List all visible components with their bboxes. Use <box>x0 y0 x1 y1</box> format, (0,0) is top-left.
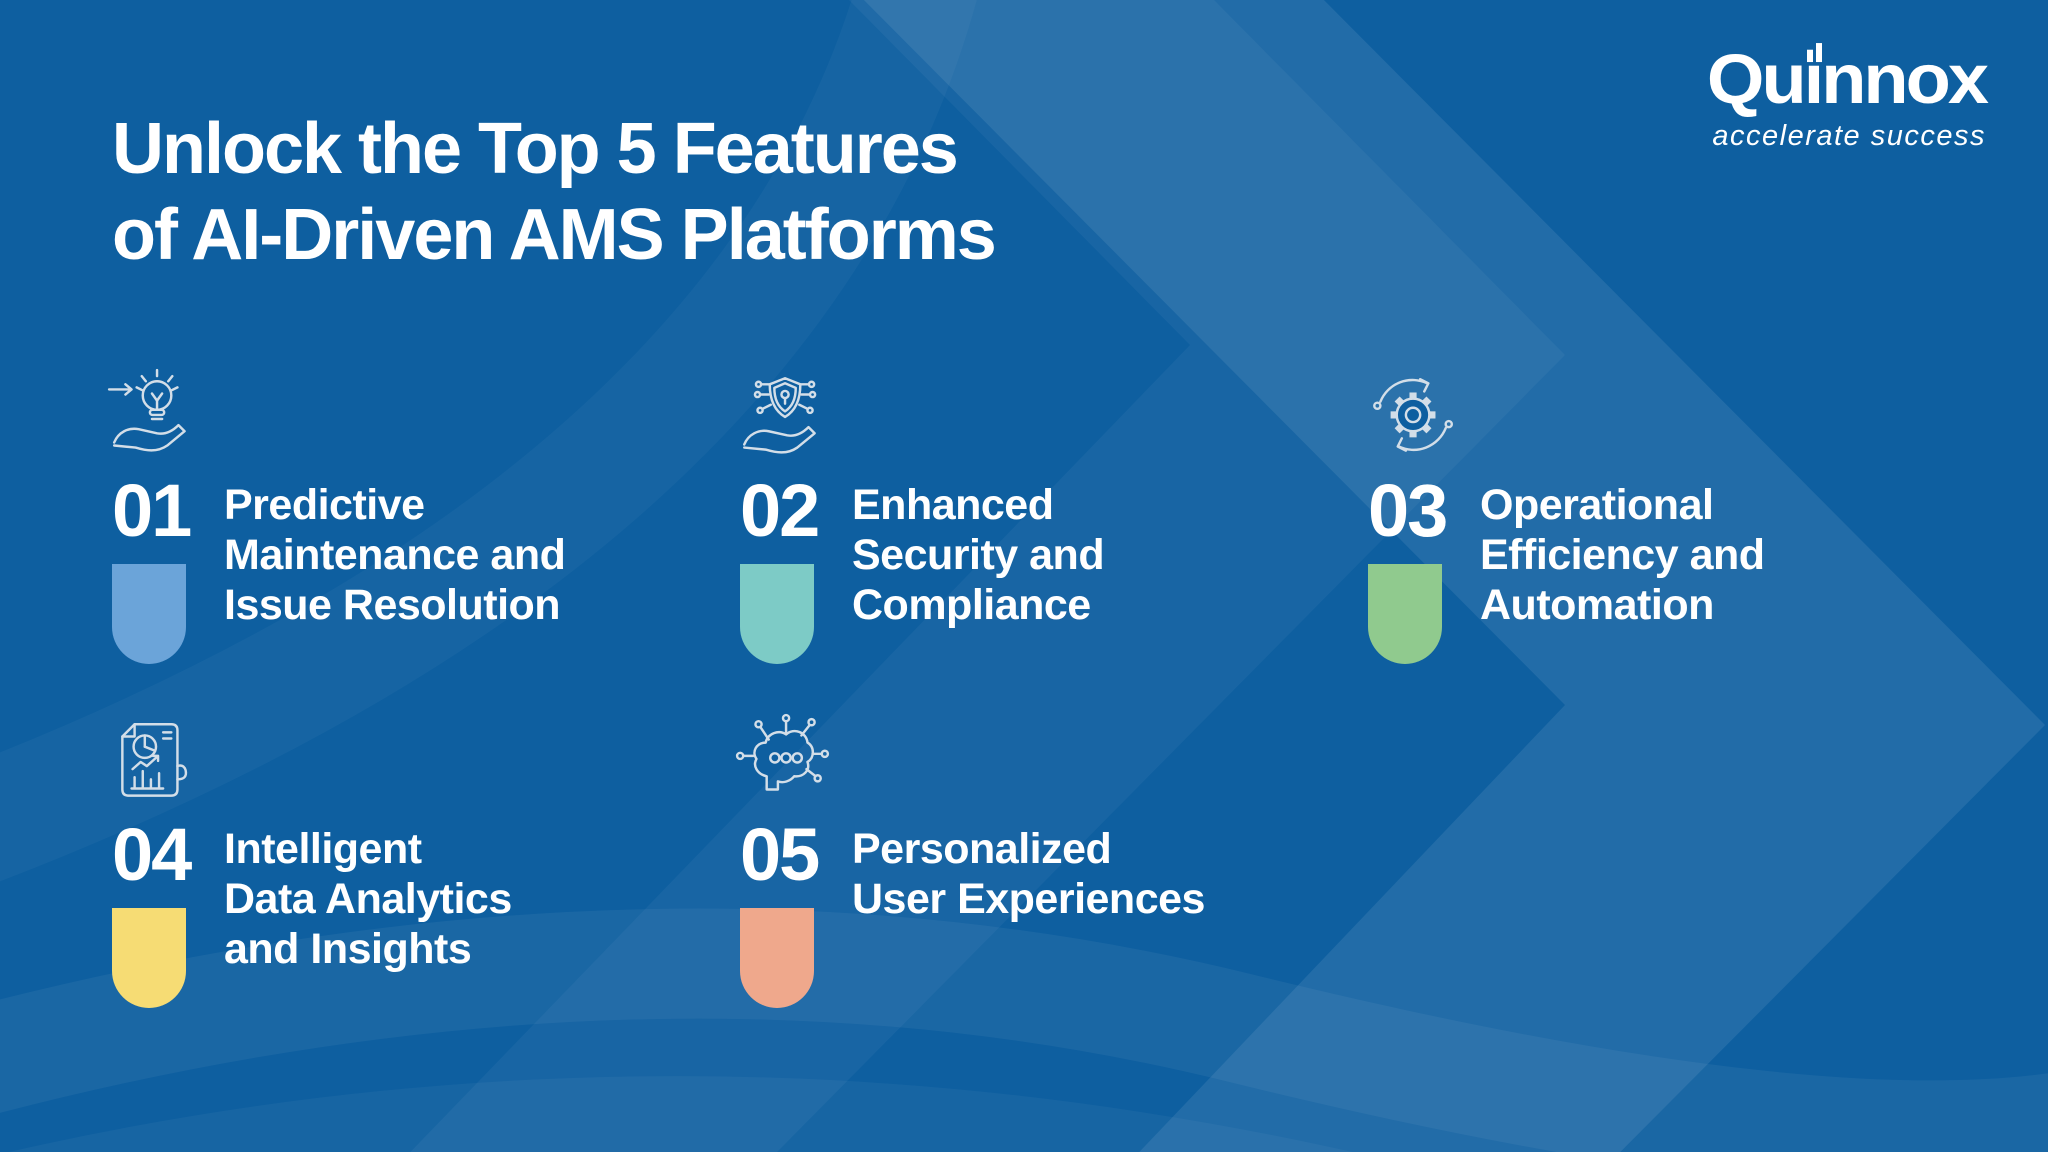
item-number: 04 <box>112 813 192 896</box>
item-label-line: Security and <box>852 531 1105 579</box>
brand-part-pre: Qu <box>1706 39 1807 119</box>
item-color-tab <box>112 908 186 1008</box>
item-label-line: Issue Resolution <box>224 581 561 629</box>
brand-part-i: ı <box>1803 39 1824 119</box>
quinnox-logo: Quınnox accelerate success <box>1707 39 1989 153</box>
item-number: 01 <box>112 469 192 552</box>
ai-personalization-icon <box>732 712 834 814</box>
item-label: Predictive Maintenance and Issue Resolut… <box>224 480 566 630</box>
item-label: Intelligent Data Analytics and Insights <box>224 824 512 974</box>
item-label-line: Data Analytics <box>224 875 512 923</box>
item-label: Operational Efficiency and Automation <box>1480 480 1765 630</box>
feature-item-01: 01 Predictive Maintenance and Issue Reso… <box>96 368 696 708</box>
automation-gear-icon <box>1360 368 1462 470</box>
brand-part-post: nnox <box>1821 39 1989 119</box>
item-color-tab <box>1368 564 1442 664</box>
item-label-line: Intelligent <box>224 825 422 873</box>
item-color-tab <box>740 908 814 1008</box>
feature-item-05: 05 Personalized User Experiences <box>724 712 1324 1052</box>
item-label-line: Operational <box>1480 481 1714 529</box>
feature-item-03: 03 Operational Efficiency and Automation <box>1352 368 1952 708</box>
item-label-line: Compliance <box>852 581 1091 629</box>
item-label-line: Personalized <box>852 825 1112 873</box>
item-label-line: Efficiency and <box>1480 531 1765 579</box>
item-label-line: Automation <box>1480 581 1714 629</box>
item-number: 03 <box>1368 469 1448 552</box>
item-label-line: User Experiences <box>852 875 1205 923</box>
idea-hand-icon <box>104 368 206 470</box>
security-hand-icon <box>732 368 834 470</box>
feature-item-02: 02 Enhanced Security and Compliance <box>724 368 1324 708</box>
item-label-line: and Insights <box>224 925 472 973</box>
brand-wordmark: Quınnox <box>1707 39 1989 119</box>
item-number: 05 <box>740 813 820 896</box>
item-color-tab <box>112 564 186 664</box>
brand-tagline: accelerate success <box>1712 120 1986 152</box>
page-title: Unlock the Top 5 Features of AI-Driven A… <box>112 106 997 278</box>
feature-item-04: 04 Intelligent Data Analytics and Insigh… <box>96 712 696 1052</box>
analytics-report-icon <box>104 712 206 814</box>
page-title-line2: of AI-Driven AMS Platforms <box>112 195 997 275</box>
item-label-line: Predictive <box>224 481 425 529</box>
item-color-tab <box>740 564 814 664</box>
item-label-line: Enhanced <box>852 481 1054 529</box>
page-title-line1: Unlock the Top 5 Features <box>112 109 959 189</box>
item-label: Enhanced Security and Compliance <box>852 480 1105 630</box>
item-label-line: Maintenance and <box>224 531 566 579</box>
item-number: 02 <box>740 469 820 552</box>
item-label: Personalized User Experiences <box>852 824 1205 924</box>
